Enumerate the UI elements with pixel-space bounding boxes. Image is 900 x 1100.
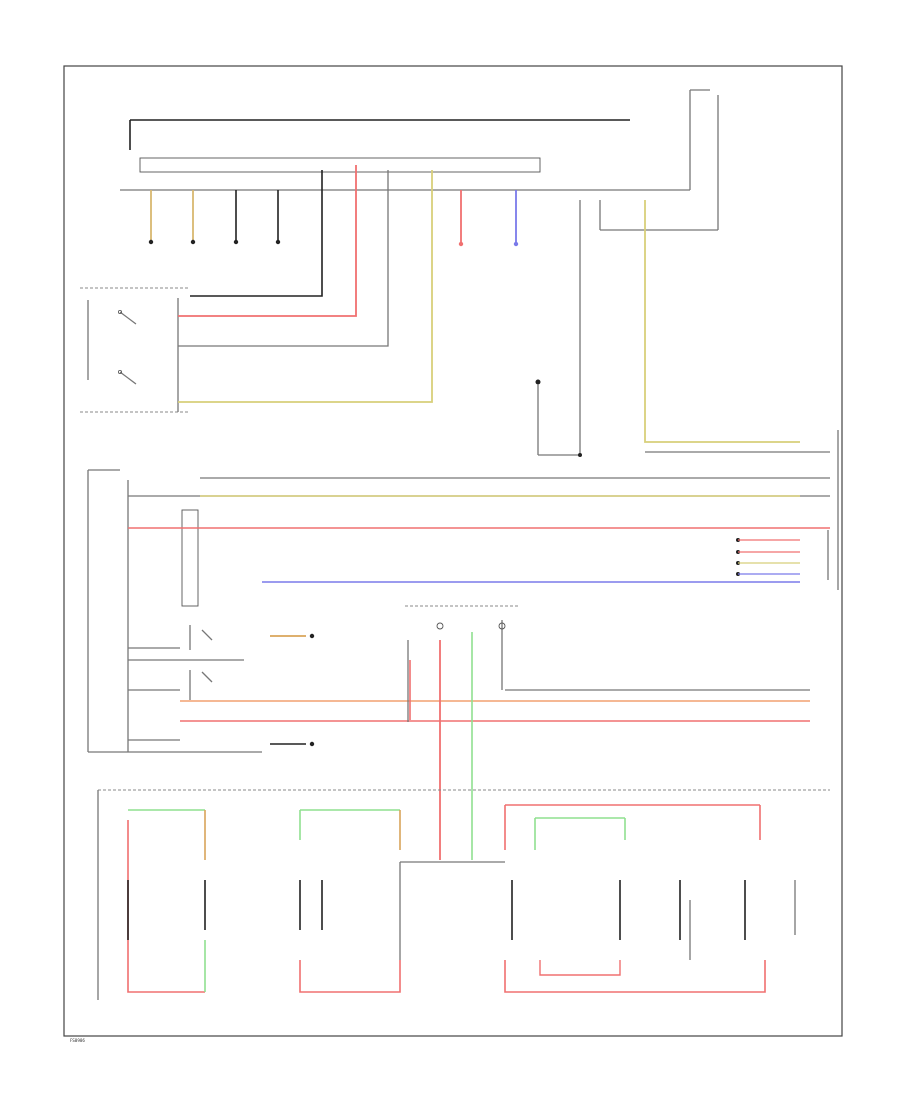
lsw-blade-1 [201,629,213,641]
sw-red-loop-2 [299,960,401,993]
wire-red-hl [178,165,357,317]
lower-switches [128,625,315,747]
wire-yellow-right [644,200,800,443]
meter-wires [128,477,830,583]
connector-row-top [139,157,541,173]
sw-red-loop-3 [504,960,766,993]
diagram-frame [63,65,843,1037]
wire-black-hl [190,170,323,297]
ground-node-2 [190,239,196,245]
sensor-right [535,200,839,590]
sw-red-loop-1 [127,820,205,993]
steering-switch-wires [127,804,796,993]
switch-pivot-1 [118,309,123,314]
footer-code: FS8986 [70,1038,85,1043]
switch-contact-2 [119,371,137,385]
ground-node-3 [233,239,239,245]
node-blue-short [513,241,519,247]
relay-node-1 [436,622,444,630]
combination-meter [87,469,262,753]
ground-node-4 [275,239,281,245]
ground-node-1 [148,239,154,245]
wire-gray-hl [178,170,389,347]
sensor-junction [578,453,582,457]
headlight-wires [178,165,433,403]
top-drop-wires [148,190,519,247]
node-red-short [458,241,464,247]
sw-red-loop-4 [539,960,621,976]
meter-module-box [181,509,199,607]
switch-contact-1 [119,311,137,325]
sensor-node [535,379,541,385]
junction-block-top [120,89,719,231]
relay-node-2 [498,622,506,630]
lsw-blade-2 [201,671,213,683]
wire-yellow-hl [178,170,433,403]
lsw-ground-1 [309,633,315,639]
lower-horizontal-wires [180,605,810,860]
switch-pivot-2 [118,369,123,374]
lsw-ground-2 [309,741,315,747]
steering-switch-panel [97,789,830,1000]
headlight-switch [80,287,190,413]
